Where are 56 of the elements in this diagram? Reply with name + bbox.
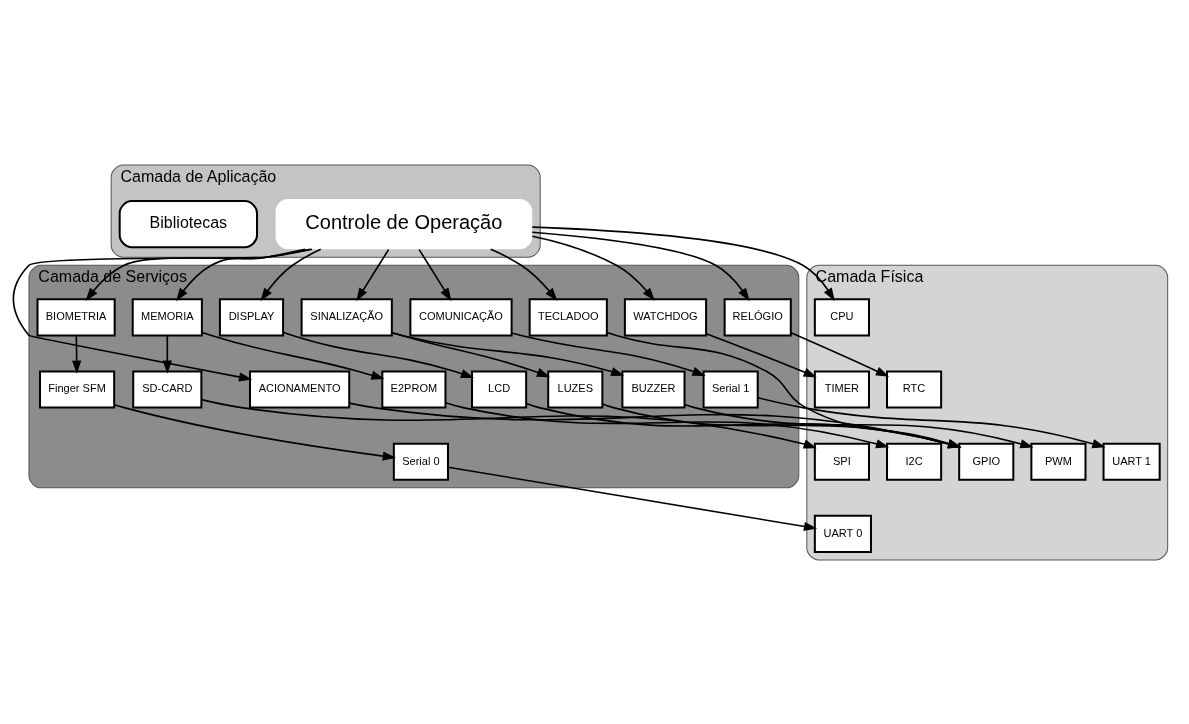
node-box: TECLADOO xyxy=(528,297,608,336)
arrow xyxy=(391,331,625,376)
node-box: COMUNICAÇÃO xyxy=(409,297,513,336)
arrow xyxy=(113,403,396,461)
arrow xyxy=(606,331,962,448)
node-box: TIMER xyxy=(813,370,870,409)
node-box: LUZES xyxy=(547,370,604,409)
arrow xyxy=(531,234,655,301)
node-box: I2C xyxy=(886,442,943,481)
arrow xyxy=(447,466,818,531)
arrow xyxy=(705,332,817,377)
arrow xyxy=(12,247,313,381)
arrow xyxy=(175,248,306,301)
node-box: SPI xyxy=(813,442,870,481)
node-box: LCD xyxy=(471,370,528,409)
arrow xyxy=(282,330,475,378)
arrow xyxy=(683,403,1034,448)
node-box: DISPLAY xyxy=(218,297,285,336)
node-box: Controle de Operação xyxy=(275,198,533,249)
arrow xyxy=(489,248,558,301)
node-box: E2PROM xyxy=(381,370,447,409)
arrow xyxy=(531,225,835,301)
arrow xyxy=(201,331,385,380)
node-box: RELÓGIO xyxy=(723,297,792,336)
node-box: PWM xyxy=(1030,442,1087,481)
node-box: Serial 0 xyxy=(392,442,449,481)
arrow xyxy=(72,334,82,374)
node-box: Finger SFM xyxy=(39,370,116,409)
node-box: SD-CARD xyxy=(132,370,203,409)
arrow xyxy=(418,248,452,301)
arrow xyxy=(511,331,706,376)
node-box: BIOMETRIA xyxy=(36,297,116,336)
node-box: CPU xyxy=(813,297,870,336)
arrow xyxy=(356,248,390,301)
arrow xyxy=(200,398,817,448)
node-box: Bibliotecas xyxy=(118,199,258,248)
node-box: MEMORIA xyxy=(131,297,203,336)
node-box: ACIONAMENTO xyxy=(249,370,351,409)
node-box: SINALIZAÇÃO xyxy=(300,297,393,336)
arrow xyxy=(525,402,962,448)
node-box: GPIO xyxy=(958,442,1015,481)
arrow xyxy=(391,331,551,377)
node-box: Serial 1 xyxy=(702,370,759,409)
node-box: UART 1 xyxy=(1102,442,1161,481)
arrow xyxy=(348,401,962,448)
arrow xyxy=(757,396,1106,448)
arrow xyxy=(260,248,322,301)
arrow xyxy=(444,401,890,448)
arrow xyxy=(790,331,890,377)
arrow xyxy=(162,334,172,374)
node-box: WATCHDOG xyxy=(623,297,708,336)
node-box: BUZZER xyxy=(621,370,686,409)
node-box: RTC xyxy=(886,370,943,409)
arrow xyxy=(601,402,962,448)
node-box: UART 0 xyxy=(813,514,872,553)
arrow xyxy=(531,230,750,301)
